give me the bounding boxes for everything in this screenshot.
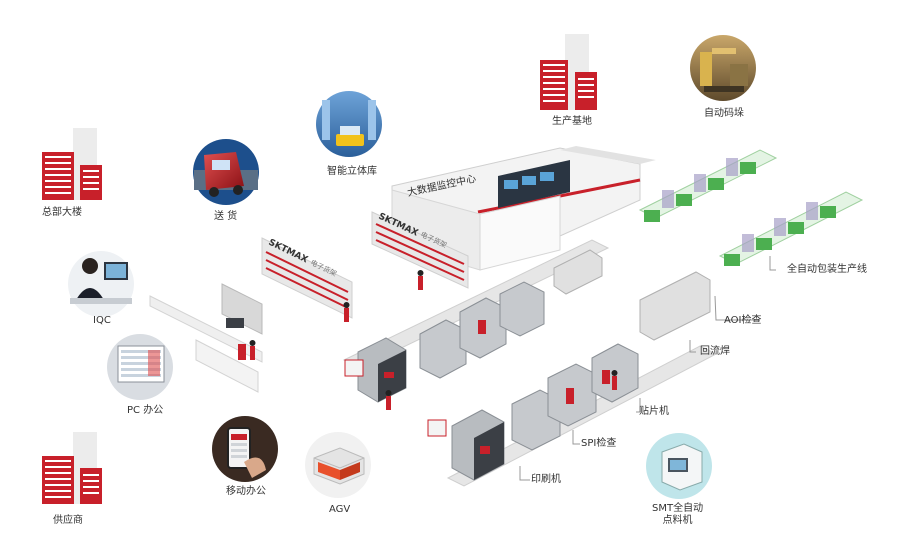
electronic-shelf-2: [371, 211, 469, 289]
printer-label: 印刷机: [531, 474, 561, 485]
smt-line-upper: [342, 239, 610, 403]
supplier-building-icon: [42, 432, 102, 504]
iqc-label: IQC: [93, 315, 111, 326]
electronic-shelf-1: [261, 237, 353, 319]
mobile-office-icon: [212, 416, 278, 482]
printer-screen-lower: [427, 419, 447, 437]
auto-palletizing-label: 自动码垛: [704, 108, 744, 119]
spi-label: SPI检查: [581, 438, 617, 449]
iqc-icon: [68, 251, 134, 317]
smt-counter-label: SMT全自动 点料机: [652, 503, 703, 527]
auto-palletizing-icon: [690, 35, 756, 101]
delivery-label: 送 货: [214, 211, 238, 222]
supplier-label: 供应商: [53, 515, 83, 526]
hq-building-label: 总部大楼: [42, 207, 82, 218]
packaging-line-2: [718, 191, 864, 266]
smt-line-lower: [446, 271, 718, 487]
mobile-office-label: 移动办公: [226, 486, 266, 497]
packaging-line-label: 全自动包装生产线: [787, 264, 867, 275]
reflow-label: 回流焊: [700, 346, 730, 357]
production-base-label: 生产基地: [552, 116, 592, 127]
leader-lines: [519, 256, 776, 481]
bigdata-center: [391, 146, 656, 271]
agv-label: AGV: [329, 504, 351, 515]
printer-screen-upper: [344, 359, 364, 377]
packaging-line-1: [638, 149, 778, 222]
smart-warehouse-icon: [316, 91, 382, 157]
pc-office-icon: [107, 334, 173, 400]
agv-icon: [305, 432, 371, 498]
aoi-label: AOI检查: [724, 315, 762, 326]
smt-counter-label-line2: 点料机: [662, 515, 693, 526]
pc-office-label: PC 办公: [127, 405, 164, 416]
worker-figures: [249, 270, 618, 410]
smart-warehouse-label: 智能立体库: [327, 166, 377, 177]
production-base-icon: [540, 34, 597, 110]
delivery-truck-icon: [193, 139, 259, 205]
smt-auto-counter-icon: [646, 433, 712, 499]
iqc-workstation: [149, 283, 263, 393]
smt-counter-label-line1: SMT全自动: [652, 503, 704, 514]
placement-label: 贴片机: [639, 406, 669, 417]
hq-building-icon: [42, 128, 102, 200]
